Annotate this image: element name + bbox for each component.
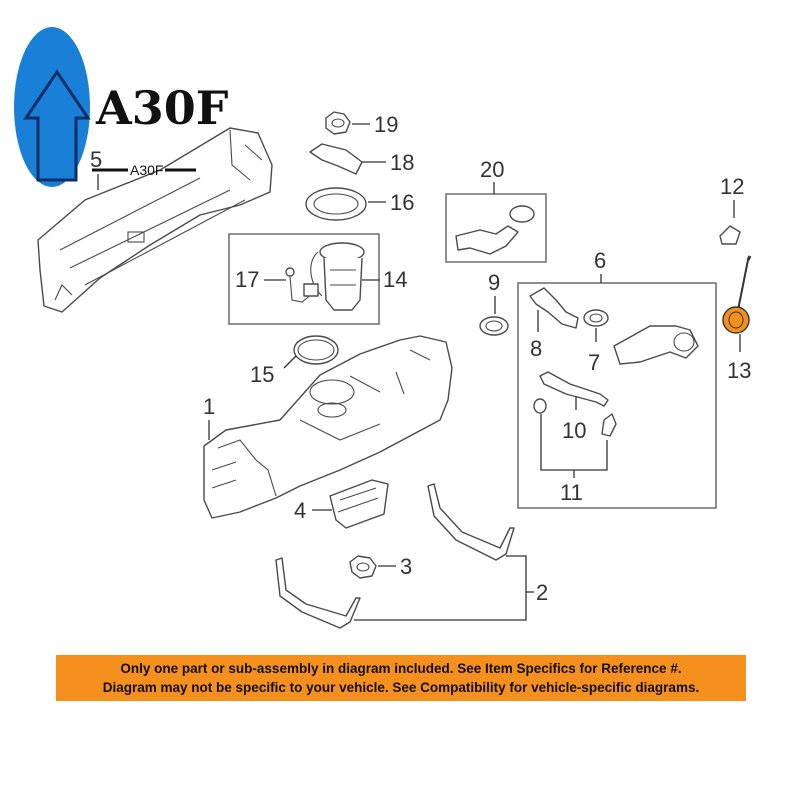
part-2-strap-front [427, 483, 515, 561]
callout-10: 10 [562, 396, 586, 443]
arrow-up-icon [23, 69, 91, 182]
svg-text:14: 14 [383, 267, 407, 292]
notice-line-1: Only one part or sub-assembly in diagram… [120, 661, 682, 676]
watermark-text: A30F [130, 162, 163, 178]
svg-text:19: 19 [374, 112, 398, 137]
callout-1: 1 [203, 394, 215, 440]
box-filler-group [517, 282, 717, 509]
part-15-seal [293, 335, 339, 365]
svg-text:12: 12 [720, 174, 744, 199]
part-20-vent-hose [455, 205, 535, 255]
svg-text:1: 1 [203, 394, 215, 419]
svg-text:10: 10 [562, 418, 586, 443]
brand-logo: A30F [14, 27, 229, 187]
callout-4: 4 [294, 498, 332, 523]
part-18-bracket [309, 143, 363, 175]
part-7-clamp [583, 309, 609, 327]
part-12-clip [719, 225, 741, 245]
svg-text:7: 7 [588, 350, 600, 375]
part-13-fuel-cap [722, 255, 752, 334]
svg-text:2: 2 [536, 580, 548, 605]
svg-text:15: 15 [250, 362, 274, 387]
callout-8: 8 [530, 310, 542, 361]
svg-text:18: 18 [390, 150, 414, 175]
part-17-sender [285, 267, 319, 303]
callout-16: 16 [368, 190, 414, 215]
svg-text:9: 9 [488, 270, 500, 295]
svg-text:16: 16 [390, 190, 414, 215]
notice-line-2: Diagram may not be specific to your vehi… [102, 680, 700, 695]
logo-text: A30F [95, 81, 229, 135]
callout-2: 2 [354, 555, 548, 621]
svg-text:8: 8 [530, 336, 542, 361]
callout-7: 7 [588, 328, 600, 375]
callout-9: 9 [488, 270, 500, 314]
callout-5: 5 [90, 147, 102, 190]
box-fuel-pump-group [228, 233, 380, 325]
part-1-fuel-tank [203, 335, 453, 519]
svg-text:20: 20 [480, 157, 504, 182]
part-4-heat-shield [329, 479, 389, 529]
callout-12: 12 [720, 174, 744, 218]
part-5-shield [37, 127, 273, 313]
part-19-nut [325, 111, 351, 135]
callout-20: 20 [480, 157, 504, 194]
callout-6: 6 [594, 248, 606, 283]
watermark-overlay: A30F [92, 162, 196, 178]
part-9-clamp [479, 316, 509, 336]
callout-13: 13 [727, 334, 751, 383]
callout-15: 15 [250, 355, 297, 387]
part-14-fuel-pump [310, 242, 365, 311]
part-10-tube [539, 371, 609, 407]
part-11-fittings [533, 398, 617, 437]
svg-text:5: 5 [90, 147, 102, 172]
svg-text:13: 13 [727, 358, 751, 383]
svg-text:4: 4 [294, 498, 306, 523]
part-2-strap-rear [275, 557, 361, 629]
part-3-nut [349, 555, 377, 579]
callout-11: 11 [540, 414, 608, 505]
svg-text:3: 3 [400, 554, 412, 579]
part-16-lock-ring [305, 187, 367, 221]
callout-18: 18 [362, 150, 414, 175]
svg-text:6: 6 [594, 248, 606, 273]
box-vent-hose [445, 193, 547, 263]
callout-14: 14 [362, 267, 407, 292]
part-8-hose [529, 287, 579, 329]
callout-3: 3 [378, 554, 412, 579]
callout-19: 19 [352, 112, 398, 137]
svg-text:17: 17 [235, 267, 259, 292]
notice-banner: Only one part or sub-assembly in diagram… [56, 655, 746, 701]
svg-text:11: 11 [560, 480, 583, 505]
callout-17: 17 [235, 267, 286, 292]
part-6-filler-pipe [613, 325, 699, 365]
